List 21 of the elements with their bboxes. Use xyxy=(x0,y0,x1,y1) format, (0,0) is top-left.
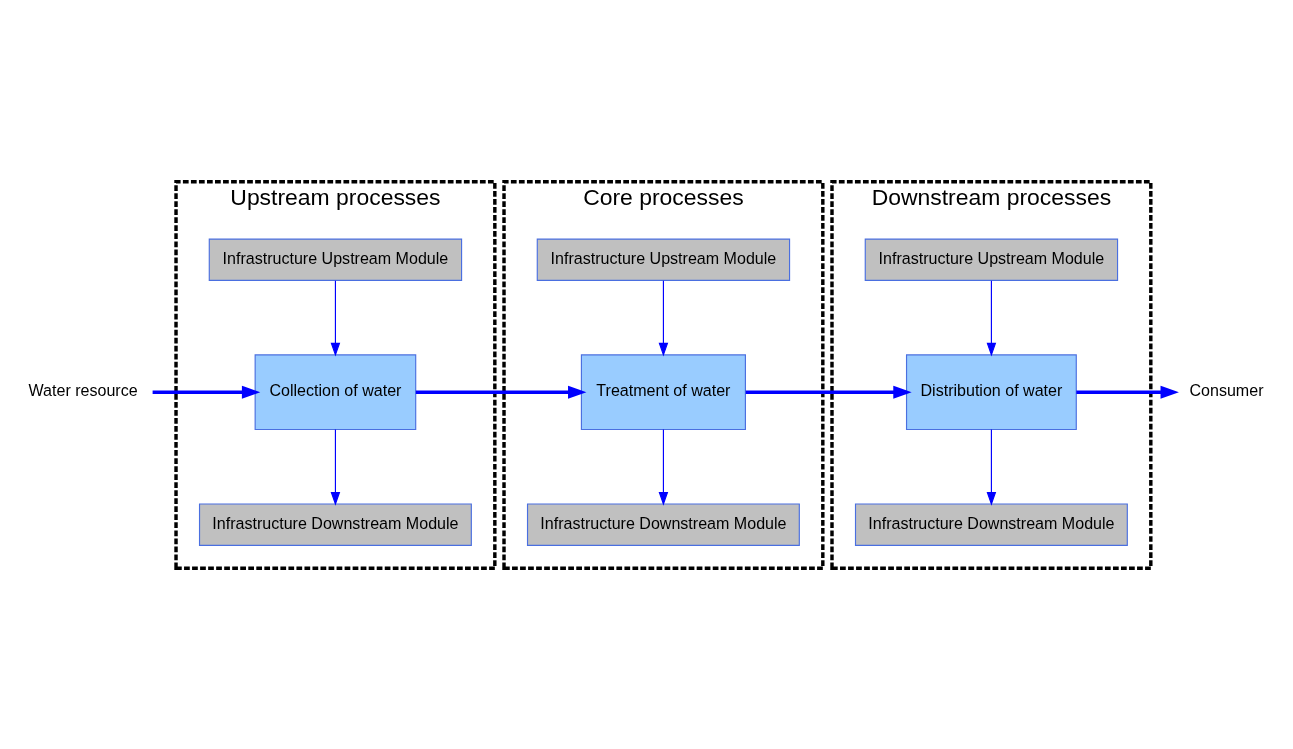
node-box: Infrastructure Downstream Module xyxy=(526,502,800,546)
node-text: Consumer xyxy=(1189,380,1264,399)
node-box: Treatment of water xyxy=(580,353,746,430)
arrow xyxy=(658,428,669,506)
arrow xyxy=(152,385,261,399)
arrow xyxy=(415,385,587,399)
node-box: Infrastructure Upstream Module xyxy=(536,238,791,281)
node-text: Water resource xyxy=(28,380,138,399)
arrow xyxy=(330,279,341,357)
node-box: Infrastructure Upstream Module xyxy=(864,238,1119,281)
arrow xyxy=(1076,385,1179,399)
node-box: Infrastructure Upstream Module xyxy=(208,238,463,281)
node-box: Distribution of water xyxy=(905,353,1077,430)
node-box: Infrastructure Downstream Module xyxy=(198,502,472,546)
arrow xyxy=(745,385,912,399)
arrow xyxy=(986,428,997,506)
arrow xyxy=(986,279,997,357)
node-box: Infrastructure Downstream Module xyxy=(854,502,1128,546)
arrow xyxy=(658,279,669,357)
node-box: Collection of water xyxy=(254,353,417,430)
arrow xyxy=(330,428,341,506)
